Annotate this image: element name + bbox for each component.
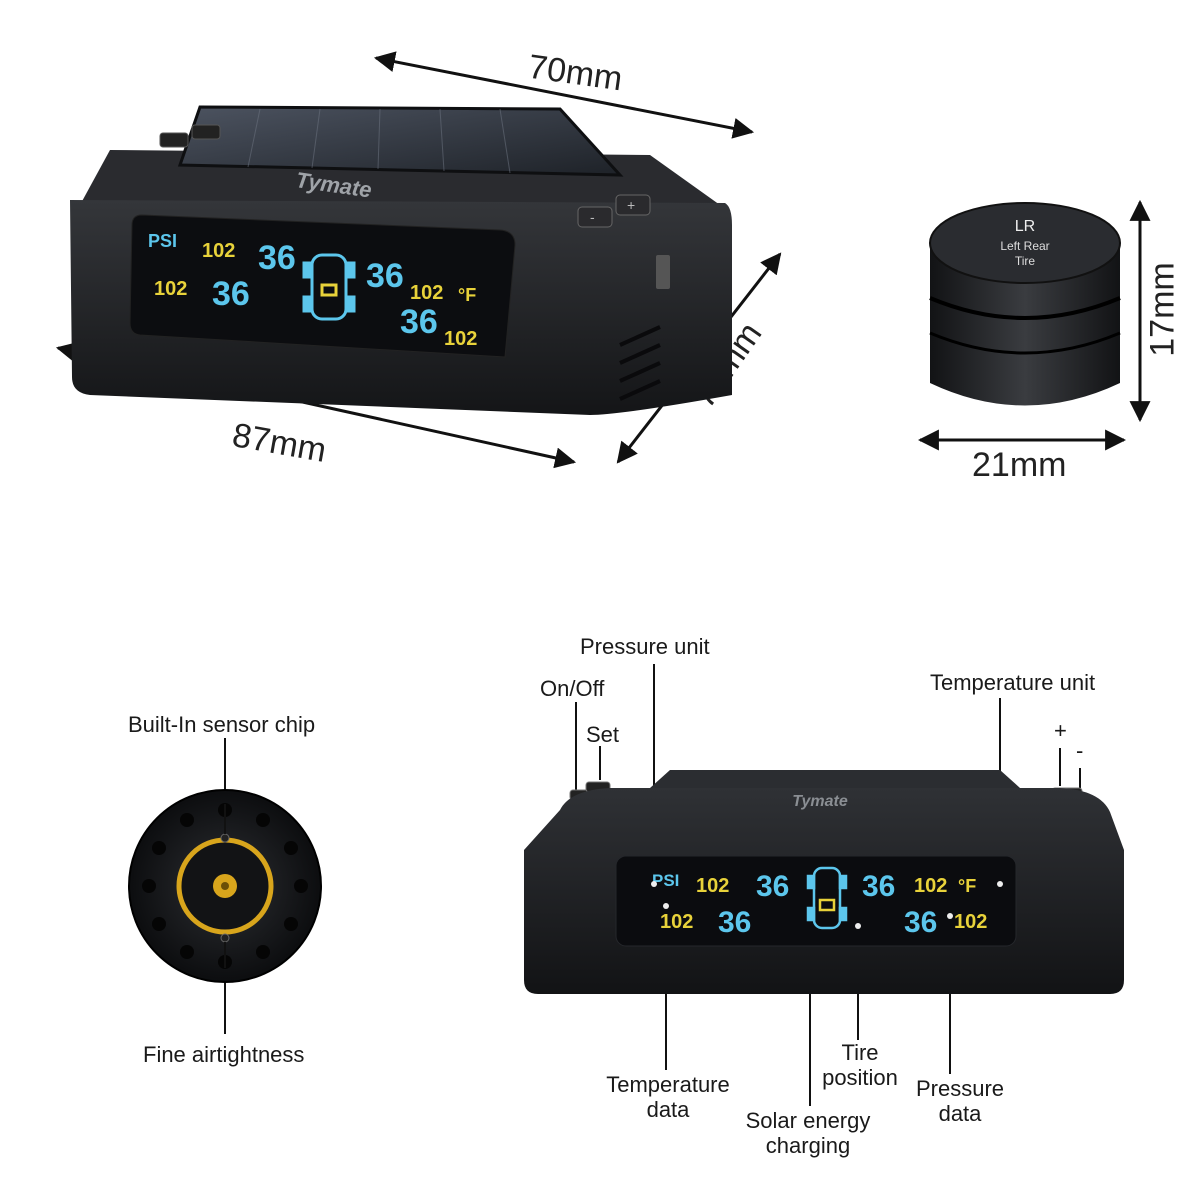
label-builtin-chip: Built-In sensor chip <box>128 712 316 737</box>
svg-text:102: 102 <box>660 911 693 933</box>
dim-21mm: 21mm <box>972 446 1067 484</box>
front-brand-logo: Tymate <box>792 793 848 810</box>
callout-pressure-data-l1: Pressure <box>915 1076 1005 1101</box>
label-fine-airtightness: Fine airtightness <box>143 1042 305 1067</box>
svg-text:36: 36 <box>258 239 296 277</box>
svg-text:102: 102 <box>202 240 235 262</box>
monitor-perspective: - + Tymate PSI 102 36 102 36 36 102 °F 3… <box>70 105 732 415</box>
callout-solar-l2: charging <box>765 1133 851 1158</box>
front-car-icon <box>806 866 848 930</box>
callout-pressure-unit: Pressure unit <box>580 634 710 659</box>
callout-temperature-data-l1: Temperature <box>606 1072 730 1097</box>
callout-tire-position-l1: Tire <box>841 1040 879 1065</box>
svg-text:102: 102 <box>444 328 477 350</box>
arrow-70mm <box>373 51 755 139</box>
sensor-side-view: LR Left Rear Tire <box>929 202 1121 406</box>
svg-text:36: 36 <box>756 870 789 903</box>
svg-text:36: 36 <box>718 906 751 939</box>
on-off-button[interactable] <box>159 132 189 148</box>
svg-text:36: 36 <box>366 257 404 295</box>
cap-line2: Tire <box>1015 254 1036 268</box>
callout-minus: - <box>1076 738 1084 763</box>
usb-port <box>656 255 670 289</box>
solar-panel <box>177 105 624 177</box>
plus-button[interactable] <box>615 194 651 216</box>
callout-temperature-data-l2: data <box>646 1097 690 1122</box>
callout-temperature-data: Temperature data <box>598 1072 738 1122</box>
callout-tire-position: Tire position <box>812 1040 908 1090</box>
callout-on-off: On/Off <box>540 676 605 701</box>
svg-text:PSI: PSI <box>148 231 177 251</box>
car-icon <box>302 253 356 321</box>
svg-text:102: 102 <box>696 875 729 897</box>
svg-text:36: 36 <box>904 906 937 939</box>
svg-text:36: 36 <box>400 303 438 341</box>
svg-text:102: 102 <box>154 278 187 300</box>
callout-pressure-data: Pressure data <box>908 1076 1012 1126</box>
cap-line1: Left Rear <box>1000 239 1049 253</box>
front-lcd-readings: PSI 102 36 102 36 36 102 °F 36 102 <box>652 870 987 939</box>
lcd-readings: PSI 102 36 102 36 36 102 °F 36 102 <box>148 231 477 350</box>
svg-text:PSI: PSI <box>652 871 679 890</box>
callout-temperature-unit: Temperature unit <box>930 670 1096 695</box>
sensor-underside <box>128 738 322 1034</box>
minus-symbol: - <box>590 209 595 225</box>
svg-text:102: 102 <box>410 282 443 304</box>
set-button[interactable] <box>191 124 221 140</box>
callout-solar-l1: Solar energy <box>745 1108 871 1133</box>
svg-text:°F: °F <box>958 876 976 896</box>
svg-text:36: 36 <box>862 870 895 903</box>
callout-solar-charging: Solar energy charging <box>738 1108 878 1158</box>
cap-code: LR <box>1015 218 1035 235</box>
plus-symbol: + <box>627 197 635 213</box>
svg-text:102: 102 <box>954 911 987 933</box>
monitor-front-view: Tymate PSI 102 36 102 36 36 102 °F 36 10… <box>524 664 1124 1106</box>
callout-plus: + <box>1054 718 1067 743</box>
dim-17mm: 17mm <box>1143 262 1182 357</box>
svg-text:°F: °F <box>458 285 476 305</box>
minus-button[interactable] <box>577 206 613 228</box>
svg-text:102: 102 <box>914 875 947 897</box>
callout-tire-position-l2: position <box>822 1065 898 1090</box>
callout-set: Set <box>586 722 620 747</box>
svg-text:36: 36 <box>212 275 250 313</box>
callout-pressure-data-l2: data <box>938 1101 982 1126</box>
front-lcd-panel <box>615 855 1017 947</box>
